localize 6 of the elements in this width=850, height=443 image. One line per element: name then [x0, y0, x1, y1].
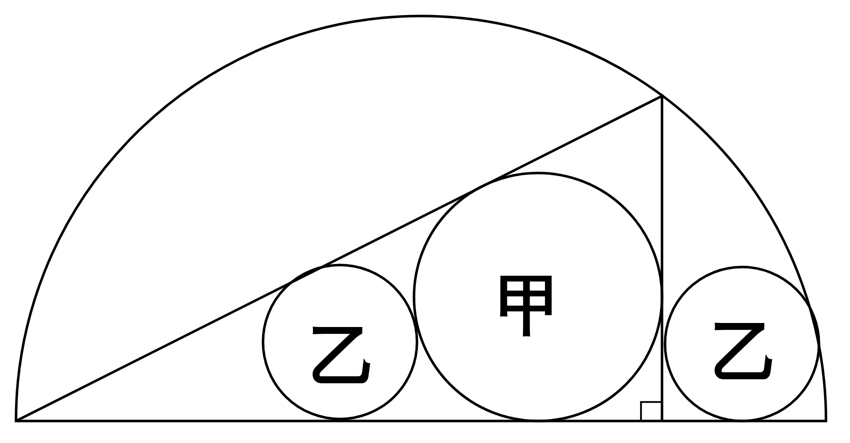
circle — [261, 263, 419, 421]
circle — [663, 265, 821, 423]
circle — [412, 171, 664, 423]
character-label: 乙 — [712, 319, 778, 385]
character-label: 甲 — [497, 272, 563, 338]
character-label: 乙 — [310, 323, 376, 389]
